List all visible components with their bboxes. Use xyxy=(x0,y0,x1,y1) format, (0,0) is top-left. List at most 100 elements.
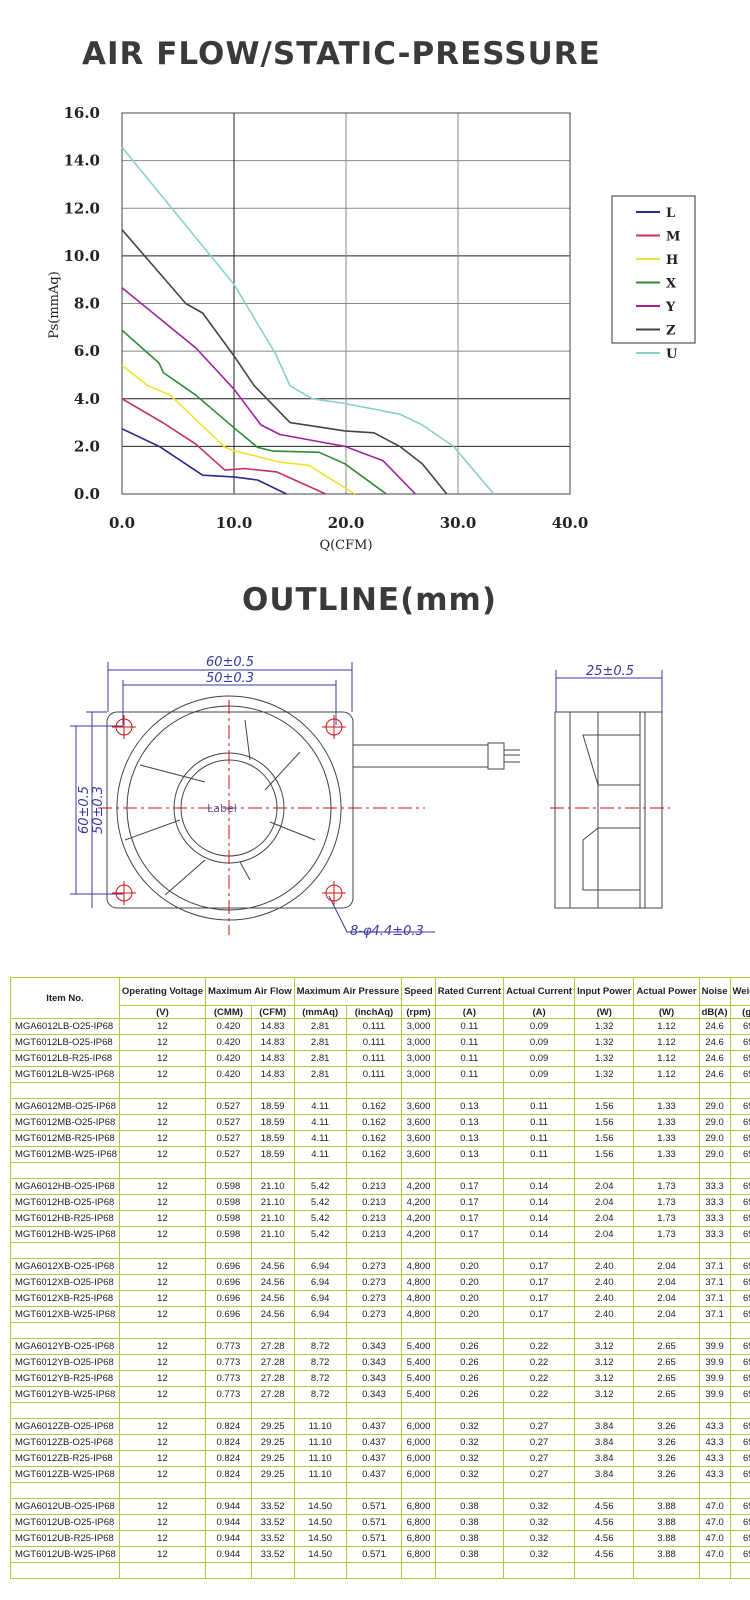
cell: 2.81 xyxy=(293,1034,347,1051)
cell: 69 xyxy=(729,1290,750,1307)
cell: 3.84 xyxy=(574,1466,635,1483)
item-no: MGA6012MB-O25-IP68 xyxy=(10,1098,120,1115)
cell: 1.73 xyxy=(633,1210,700,1227)
cell: 12 xyxy=(118,1018,207,1035)
cell: 29.0 xyxy=(698,1130,731,1147)
cell: 14.83 xyxy=(250,1066,295,1083)
cell: 0.824 xyxy=(205,1434,252,1451)
unit-header: (CFM) xyxy=(250,1005,295,1019)
cell: 0.32 xyxy=(503,1546,576,1563)
cell: 0.824 xyxy=(205,1418,252,1435)
cell: 29.25 xyxy=(250,1434,295,1451)
cell: 0.32 xyxy=(434,1466,505,1483)
cell: 0.273 xyxy=(345,1258,403,1275)
cell: 29.25 xyxy=(250,1418,295,1435)
cell: 2.04 xyxy=(574,1194,635,1211)
cell: 0.17 xyxy=(434,1194,505,1211)
item-no: MGT6012HB-O25-IP68 xyxy=(10,1194,120,1211)
cell: 1.33 xyxy=(633,1098,700,1115)
y-tick-label: 6.0 xyxy=(74,342,100,360)
cell: 3.12 xyxy=(574,1338,635,1355)
group-spacer-row xyxy=(10,1402,750,1419)
unit-header: (A) xyxy=(503,1005,576,1019)
cell: 14.83 xyxy=(250,1050,295,1067)
cell: 3,600 xyxy=(401,1130,436,1147)
cell: 12 xyxy=(118,1034,207,1051)
cell: 47.0 xyxy=(698,1498,731,1515)
cell: 21.10 xyxy=(250,1226,295,1243)
cell: 8.72 xyxy=(293,1386,347,1403)
y-axis-label: Ps(mmAq) xyxy=(47,271,62,339)
group-spacer-row xyxy=(10,1482,750,1499)
cell: 3.26 xyxy=(633,1434,700,1451)
cell: 0.696 xyxy=(205,1258,252,1275)
cell: 69 xyxy=(729,1210,750,1227)
cell: 1.32 xyxy=(574,1018,635,1035)
cell: 69 xyxy=(729,1194,750,1211)
cell: 4,200 xyxy=(401,1226,436,1243)
cell: 6.94 xyxy=(293,1274,347,1291)
cell: 0.27 xyxy=(503,1418,576,1435)
cell: 39.9 xyxy=(698,1354,731,1371)
height-outer-dim: 60±0.5 xyxy=(77,786,92,834)
unit-header: dB(A) xyxy=(698,1005,731,1019)
cell: 43.3 xyxy=(698,1466,731,1483)
cell: 0.273 xyxy=(345,1274,403,1291)
spec-table: Item No. Operating Voltage Maximum Air F… xyxy=(10,977,750,1579)
cell: 11.10 xyxy=(293,1466,347,1483)
cell: 33.52 xyxy=(250,1546,295,1563)
x-tick-label: 0.0 xyxy=(109,514,135,532)
cell: 0.343 xyxy=(345,1386,403,1403)
item-no: MGT6012UB-W25-IP68 xyxy=(10,1546,120,1563)
cell: 0.11 xyxy=(503,1130,576,1147)
legend-box xyxy=(611,195,696,344)
cell: 69 xyxy=(729,1434,750,1451)
cell: 69 xyxy=(729,1338,750,1355)
cell: 3.88 xyxy=(633,1530,700,1547)
item-no: MGT6012YB-O25-IP68 xyxy=(10,1354,120,1371)
x-tick-label: 40.0 xyxy=(552,514,589,532)
cell: 69 xyxy=(729,1226,750,1243)
cell: 0.273 xyxy=(345,1306,403,1323)
unit-header: (rpm) xyxy=(401,1005,436,1019)
cell: 0.14 xyxy=(503,1226,576,1243)
cell: 2.65 xyxy=(633,1338,700,1355)
cell: 69 xyxy=(729,1066,750,1083)
cell: 12 xyxy=(118,1466,207,1483)
legend-label-M: M xyxy=(666,230,680,245)
cell: 0.696 xyxy=(205,1274,252,1291)
cell: 6,800 xyxy=(401,1546,436,1563)
cell: 5,400 xyxy=(401,1386,436,1403)
fan-frame-side xyxy=(554,711,663,909)
cell: 12 xyxy=(118,1050,207,1067)
cell: 0.571 xyxy=(345,1546,403,1563)
fan-ring xyxy=(116,695,342,921)
item-no: MGT6012ZB-R25-IP68 xyxy=(10,1450,120,1467)
height-inner-dim: 50±0.3 xyxy=(91,786,106,834)
col-rated-current: Rated Current xyxy=(434,977,505,1006)
series-line-Y xyxy=(121,287,416,495)
cell: 12 xyxy=(118,1274,207,1291)
cell: 12 xyxy=(118,1066,207,1083)
cell: 0.343 xyxy=(345,1370,403,1387)
cell: 3.12 xyxy=(574,1354,635,1371)
cell: 29.25 xyxy=(250,1450,295,1467)
cell: 1.73 xyxy=(633,1226,700,1243)
cell: 47.0 xyxy=(698,1530,731,1547)
item-no: MGT6012XB-R25-IP68 xyxy=(10,1290,120,1307)
cell: 14.83 xyxy=(250,1018,295,1035)
cell: 5.42 xyxy=(293,1178,347,1195)
group-spacer-row xyxy=(10,1242,750,1259)
outline-title: OUTLINE(mm) xyxy=(242,582,498,618)
cell: 6,000 xyxy=(401,1466,436,1483)
cell: 69 xyxy=(729,1146,750,1163)
cell: 1.12 xyxy=(633,1066,700,1083)
x-tick-label: 20.0 xyxy=(328,514,365,532)
cell: 0.773 xyxy=(205,1386,252,1403)
cell: 6,000 xyxy=(401,1450,436,1467)
cell: 6,800 xyxy=(401,1514,436,1531)
